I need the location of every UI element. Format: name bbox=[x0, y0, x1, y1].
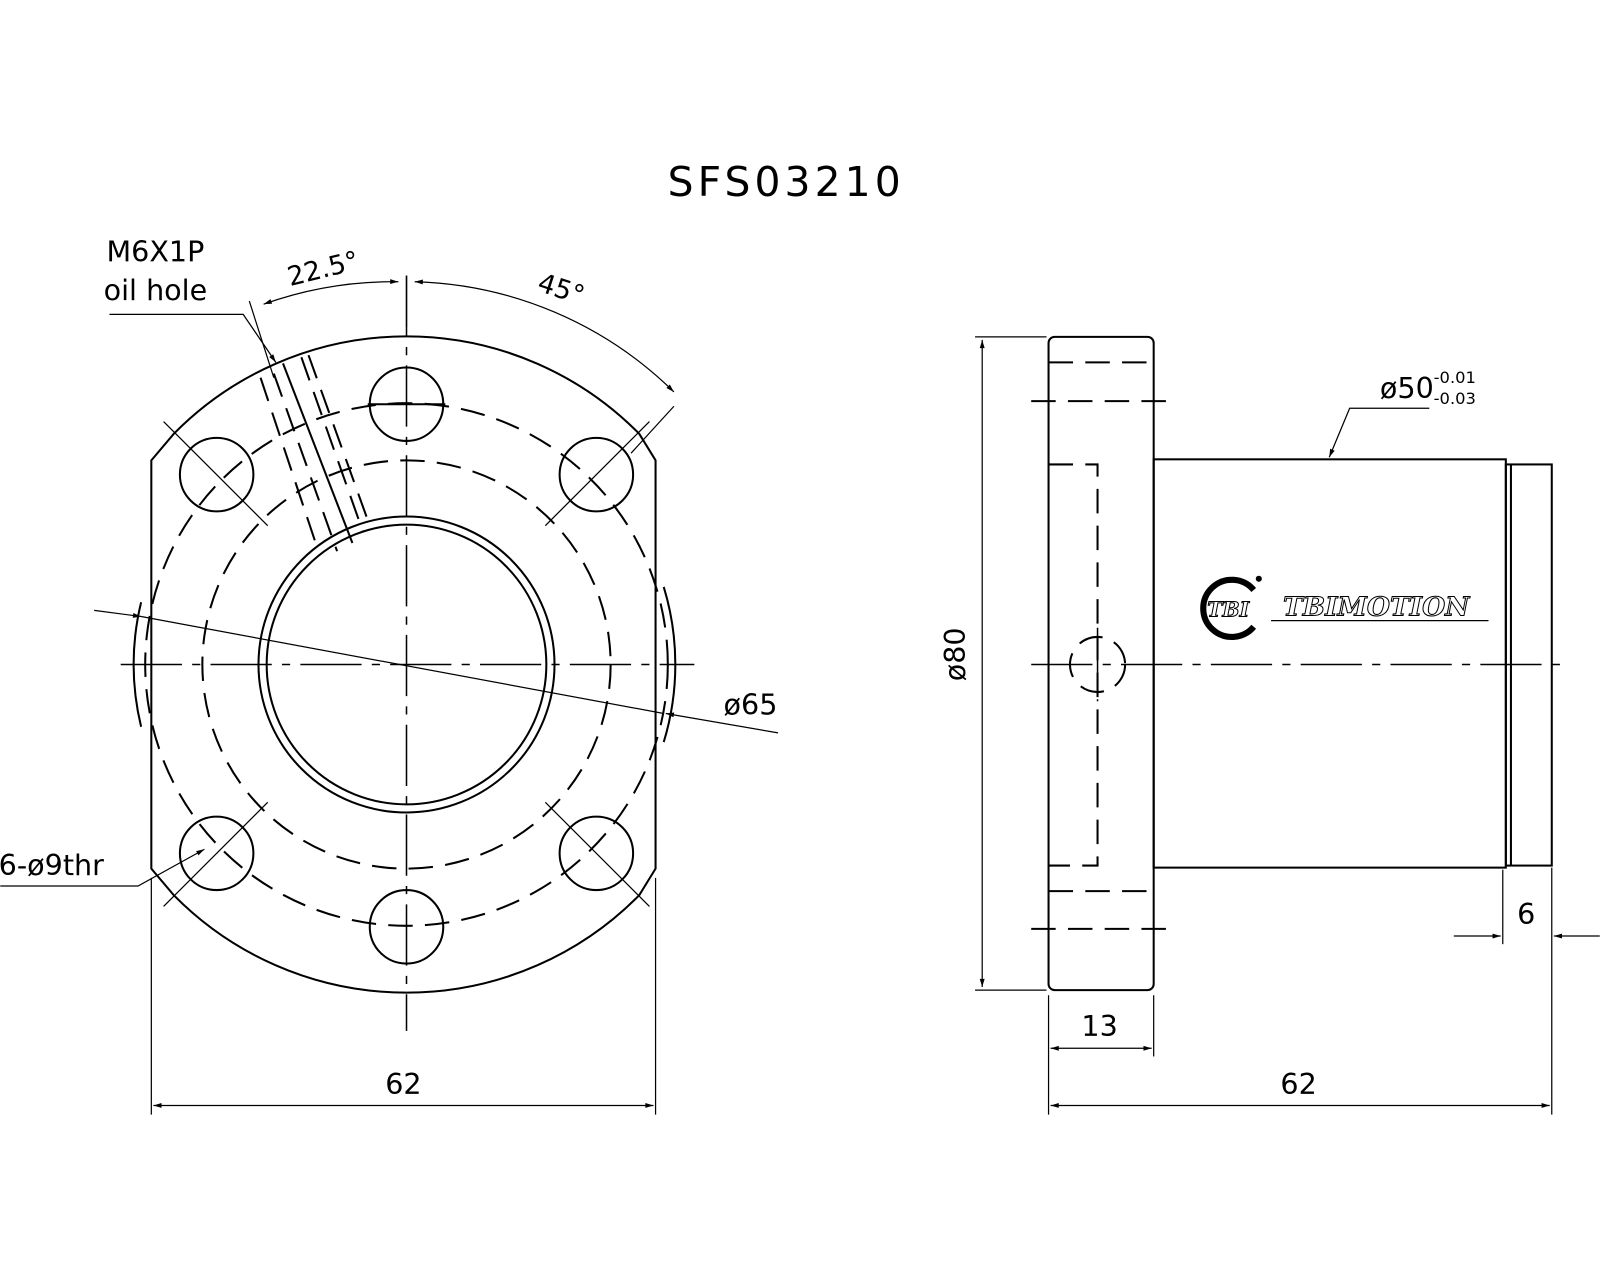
front-view: M6X1P oil hole 22.5° 45° ø65 6-ø9thr 62 bbox=[0, 234, 779, 1115]
end-length-dim: 6 bbox=[1517, 897, 1535, 931]
flange-outline bbox=[150, 335, 657, 994]
bolt-hole bbox=[178, 436, 255, 513]
holes-dim: 6-ø9thr bbox=[0, 848, 104, 882]
flange-thickness-dim: 13 bbox=[1081, 1009, 1117, 1043]
logo-mark: TBI bbox=[1207, 598, 1250, 622]
oil-hole bbox=[259, 354, 371, 552]
oil-hole-spec: M6X1P bbox=[106, 234, 204, 268]
tolerance-upper: -0.01 bbox=[1434, 368, 1476, 387]
body-dia-dim: ø50 bbox=[1380, 371, 1434, 405]
logo-brand: TBIMOTION bbox=[1283, 592, 1471, 623]
body bbox=[1152, 458, 1507, 869]
bolt-hole bbox=[558, 436, 635, 513]
angle-45: 45° bbox=[534, 267, 588, 311]
bolt-circle-dim: ø65 bbox=[724, 688, 778, 722]
total-length-dim: 62 bbox=[1280, 1067, 1316, 1101]
bolt-hole bbox=[178, 815, 255, 892]
side-view: TBI TBIMOTION ø80 ø50 -0.01 -0.03 13 62 … bbox=[938, 335, 1600, 1115]
oil-hole-label: oil hole bbox=[104, 273, 208, 307]
bolt-holes bbox=[163, 366, 650, 965]
angle-22-5: 22.5° bbox=[284, 245, 362, 293]
bolt-hole bbox=[558, 815, 635, 892]
front-width-dim: 62 bbox=[385, 1067, 421, 1101]
drawing-title: SFS03210 bbox=[668, 158, 905, 206]
tolerance-lower: -0.03 bbox=[1434, 389, 1476, 408]
flange-dia-dim: ø80 bbox=[938, 627, 972, 681]
tbimotion-logo: TBI TBIMOTION bbox=[1200, 575, 1489, 640]
